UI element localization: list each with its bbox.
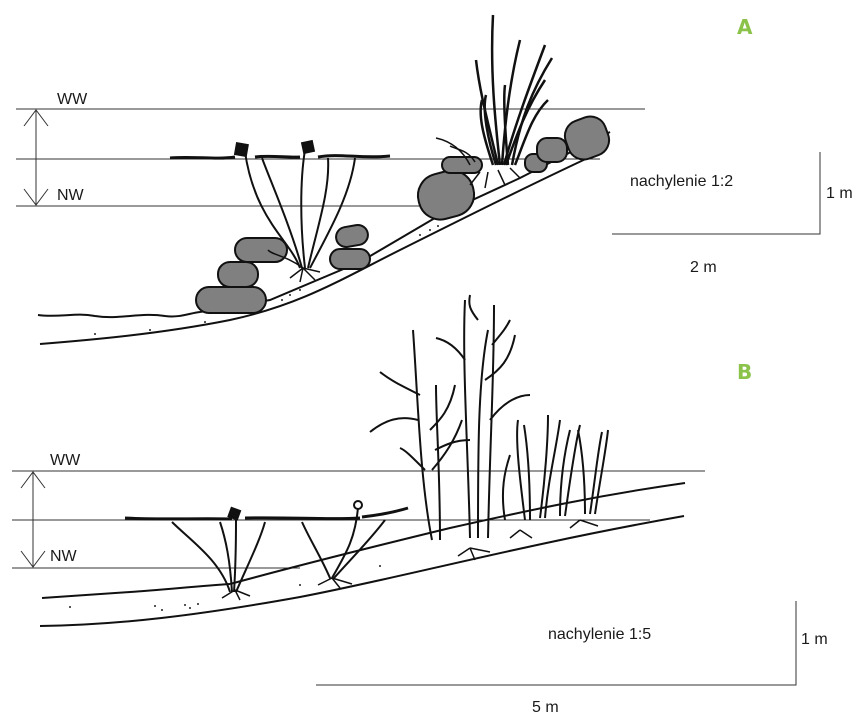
willow-icon (413, 330, 432, 540)
panel-b-horizontal-scale: 5 m (532, 699, 559, 716)
stone-icon (442, 157, 482, 173)
panel-a-slope-text: nachylenie 1:2 (630, 173, 733, 190)
water-lily-icon (354, 501, 362, 509)
panel-b-soil (69, 565, 381, 611)
panel-b-nw-label: NW (50, 548, 78, 565)
panel-b-vertical-scale: 1 m (801, 631, 828, 648)
panel-a-horizontal-scale: 2 m (690, 259, 717, 276)
panel-b-scale: nachylenie 1:5 1 m 5 m (316, 601, 828, 716)
panel-a-nw-label: NW (57, 187, 85, 204)
stone-icon (537, 138, 567, 162)
stone-icon (196, 287, 266, 313)
panel-b-willows (370, 295, 530, 540)
willow-icon (464, 300, 470, 538)
stone-icon (235, 238, 287, 262)
panel-b-water-lilies (125, 501, 408, 600)
panel-a-label: A (737, 15, 753, 39)
panel-a-scale: nachylenie 1:2 1 m 2 m (612, 152, 853, 276)
panel-a-ww-label: WW (57, 91, 88, 108)
water-lily-icon (235, 143, 248, 156)
panel-b-label: B (737, 360, 752, 384)
stone-icon (218, 262, 258, 287)
stone-icon (560, 112, 613, 164)
stone-icon (335, 223, 370, 248)
panel-b-reeds (458, 415, 608, 560)
water-lily-icon (229, 508, 241, 520)
panel-b: B WW NW (12, 295, 752, 626)
water-lily-icon (302, 141, 314, 153)
reed-icon (517, 420, 525, 520)
panel-a-vertical-scale: 1 m (826, 185, 853, 202)
panel-a-scale-bracket (612, 152, 820, 234)
panel-a-stones (196, 112, 614, 313)
panel-a-range-arrow (24, 110, 48, 205)
stone-icon (330, 249, 370, 269)
panel-b-scale-bracket (316, 601, 796, 685)
panel-b-ww-label: WW (50, 452, 81, 469)
panel-b-slope-text: nachylenie 1:5 (548, 626, 651, 643)
